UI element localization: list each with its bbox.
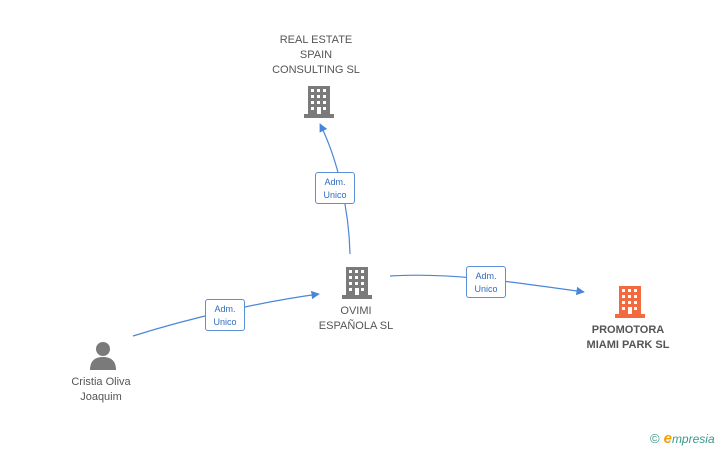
node-label-real-estate[interactable]: REAL ESTATE SPAIN CONSULTING SL xyxy=(256,33,376,78)
edge-badge-adm-unico[interactable]: Adm. Unico xyxy=(466,266,506,298)
node-label-person[interactable]: Cristia Oliva Joaquim xyxy=(53,375,149,405)
node-name-line: Joaquim xyxy=(80,391,122,403)
edge-badge-adm-unico[interactable]: Adm. Unico xyxy=(205,299,245,331)
node-label-ovimi[interactable]: OVIMI ESPAÑOLA SL xyxy=(304,304,408,334)
edge-badge-line: Unico xyxy=(213,317,237,327)
edge-badge-line: Adm. xyxy=(214,304,236,314)
building-icon[interactable] xyxy=(615,284,645,318)
brand-logo-text: mpresia xyxy=(671,432,715,446)
edge-badge-line: Adm. xyxy=(475,271,497,281)
node-name-line: Cristia Oliva xyxy=(71,376,131,388)
node-name-line: REAL ESTATE xyxy=(279,34,353,46)
node-label-promotora[interactable]: PROMOTORA MIAMI PARK SL xyxy=(572,323,684,353)
node-name-line: ESPAÑOLA SL xyxy=(318,320,394,332)
brand-logo: ©empresia xyxy=(650,430,715,447)
edge-badge-line: Unico xyxy=(474,284,498,294)
edge-badge-line: Adm. xyxy=(324,177,346,187)
edge-badge-adm-unico[interactable]: Adm. Unico xyxy=(315,172,355,204)
node-name-line: PROMOTORA xyxy=(591,324,665,336)
node-name-line: SPAIN xyxy=(299,49,333,61)
building-icon[interactable] xyxy=(342,265,372,299)
copyright-symbol: © xyxy=(650,431,660,446)
node-name-line: OVIMI xyxy=(340,305,372,317)
node-name-line: CONSULTING SL xyxy=(272,64,360,76)
edge-badge-line: Unico xyxy=(323,190,347,200)
building-icon[interactable] xyxy=(304,84,334,118)
person-icon[interactable] xyxy=(89,340,117,370)
brand-logo-e: e xyxy=(663,430,672,447)
node-name-line: MIAMI PARK SL xyxy=(586,339,670,351)
